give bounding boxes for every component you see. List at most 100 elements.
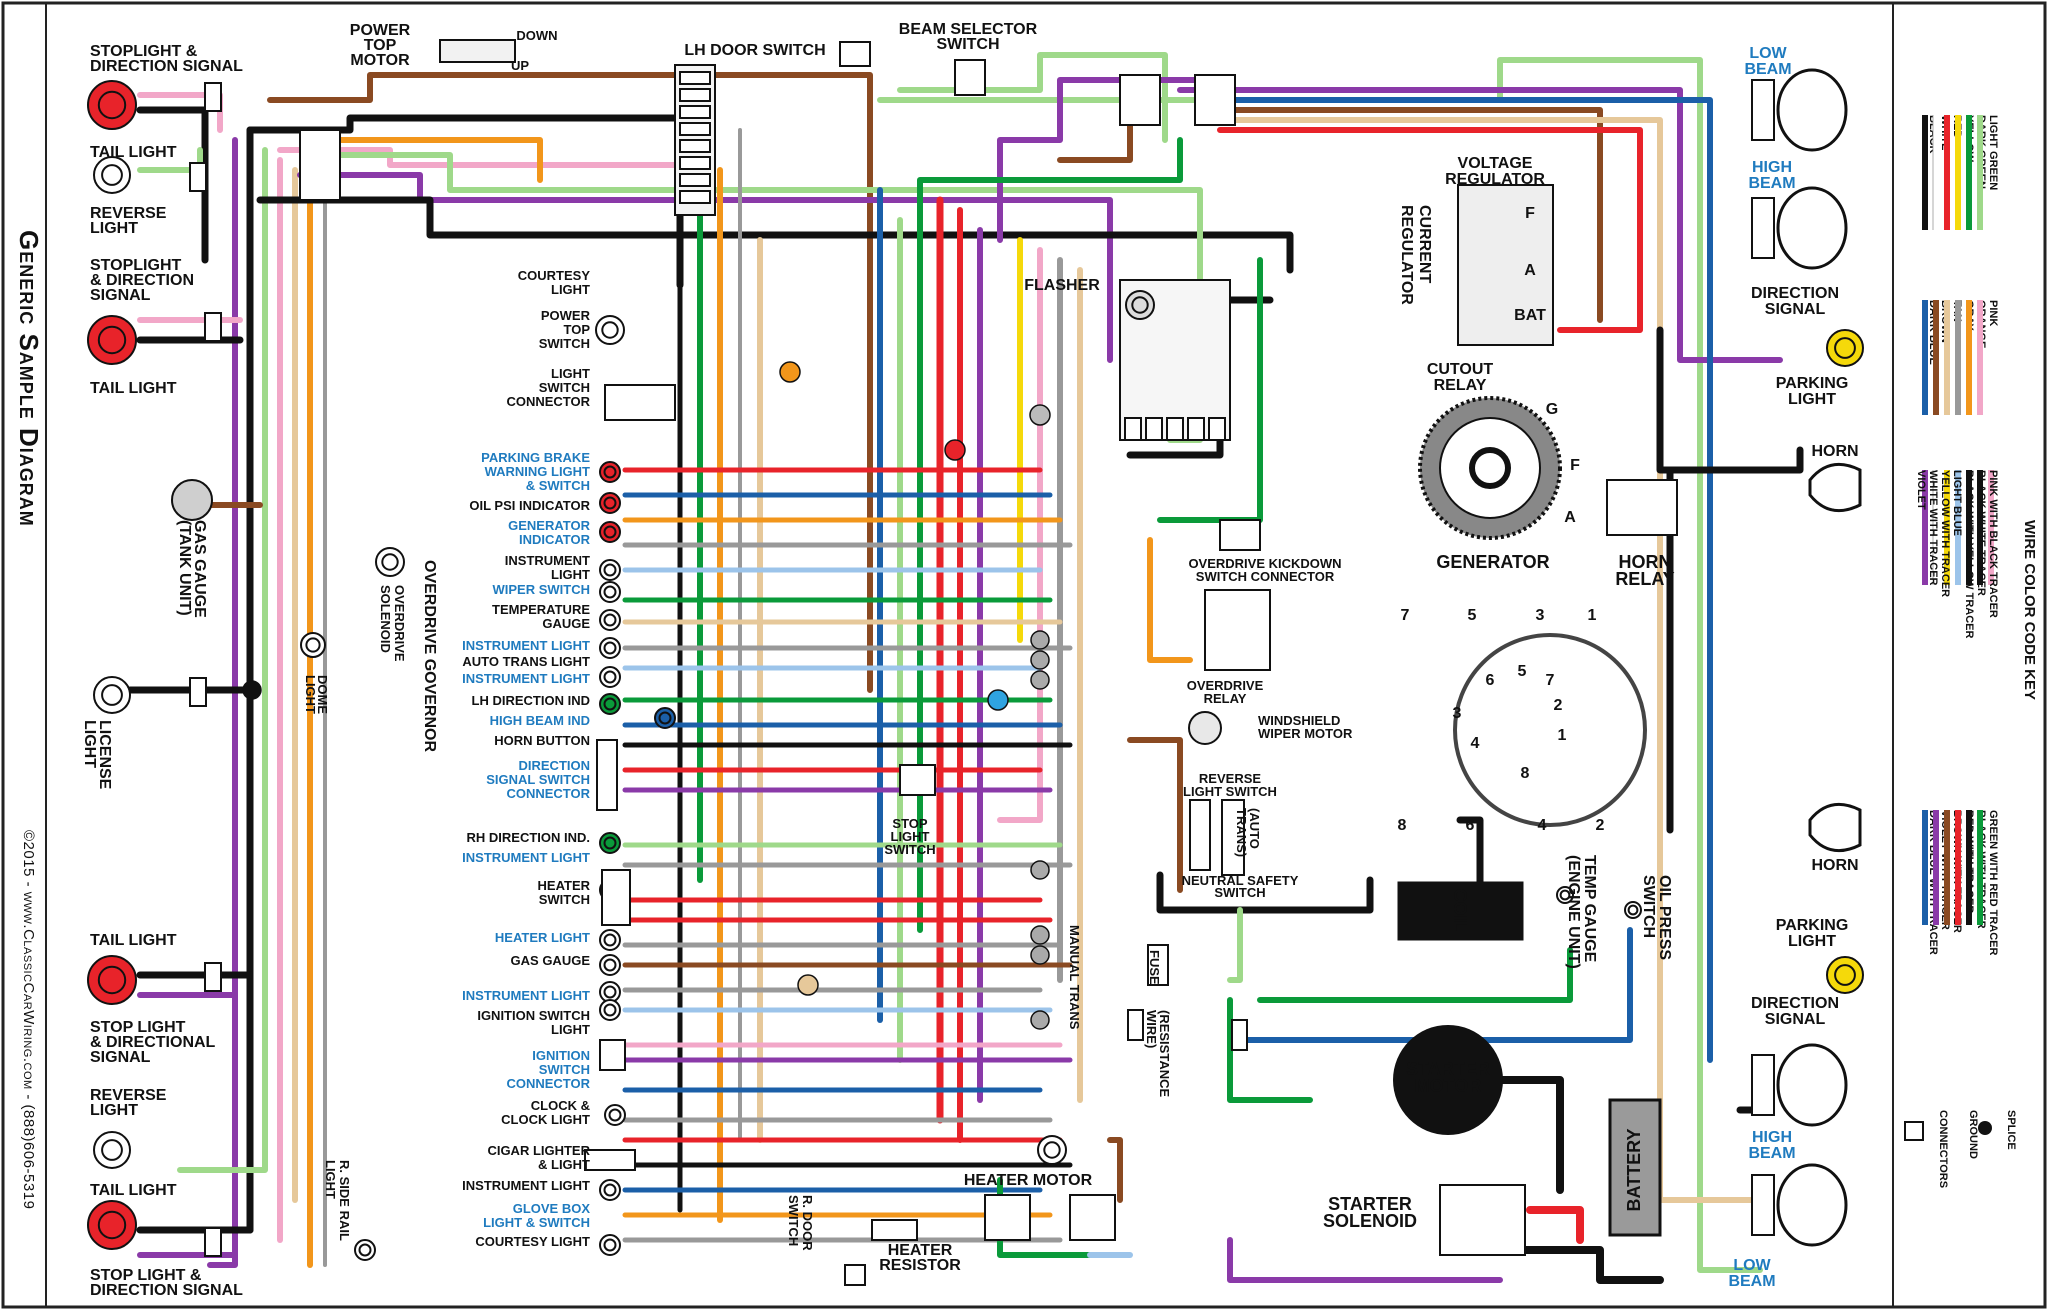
- distributor-terminal-line: 8: [1398, 817, 1407, 834]
- heater-resistor-box: [871, 1219, 918, 1241]
- key-label: BLACK WITH YELLOW TRACER: [1963, 470, 1975, 639]
- resistance-wire-label: (RESISTANCEWIRE): [1144, 1010, 1172, 1097]
- wire-pink-mid: [997, 247, 1043, 823]
- dash-label-20-line: GAS GAUGE: [511, 953, 591, 968]
- wire-lightgreen-beam: [897, 52, 1168, 143]
- fuse-slot: [679, 71, 711, 85]
- splice-gray: [1030, 925, 1050, 945]
- kickdown-label-line: SWITCH CONNECTOR: [1196, 569, 1335, 584]
- starter-motor: [1393, 1025, 1503, 1135]
- headlamp: [1776, 186, 1848, 270]
- dash-indicator-lamp: [599, 832, 621, 854]
- generator-hub: [1469, 447, 1511, 489]
- direction-signal-bottom-label-line: SIGNAL: [1765, 1011, 1826, 1028]
- down-label-line: DOWN: [516, 28, 557, 43]
- dash-label-1-line: TOP: [564, 322, 591, 337]
- small-lamp: [93, 676, 131, 714]
- distributor-terminal: 1: [1558, 727, 1567, 744]
- temp-sender: [1556, 886, 1574, 904]
- oil-press-label: OIL PRESSSWITCH: [1640, 875, 1673, 960]
- nss-label-line: NEUTRAL SAFETY: [1182, 873, 1299, 888]
- stoplight-mid-label-line: SIGNAL: [90, 287, 151, 304]
- temp-gauge-label: TEMP GAUGE(ENGINE UNIT): [1565, 855, 1598, 969]
- generator-terminal-line: F: [1570, 457, 1580, 474]
- distributor-terminal: 7: [1401, 607, 1410, 624]
- fuse-slot: [679, 88, 711, 102]
- dash-label-5-line: INDICATOR: [519, 532, 591, 547]
- dash-label-17: INSTRUMENT LIGHT: [462, 850, 590, 865]
- horn-relay-box: [1606, 479, 1678, 536]
- power-top-motor-label-line: POWER: [350, 22, 411, 39]
- dash-label-25-line: & LIGHT: [538, 1157, 590, 1172]
- gas-gauge-tank: [171, 479, 213, 521]
- high-beam-top-label-line: HIGH: [1752, 159, 1792, 176]
- coil-label: COIL: [1450, 889, 1470, 932]
- direction-signal-bottom-label-line: DIRECTION: [1751, 995, 1839, 1012]
- kickdown-label-line: OVERDRIVE KICKDOWN: [1188, 556, 1341, 571]
- dash-indicator-lamp: [599, 1234, 621, 1256]
- key-label: LIGHT GREEN: [1987, 115, 1999, 190]
- starter-solenoid-label-line: STARTER: [1328, 1194, 1412, 1214]
- distributor-terminal: 4: [1471, 735, 1480, 752]
- regulator-terminal: F: [1525, 205, 1535, 222]
- components: [87, 39, 1864, 1286]
- dome-light-label: DOMELIGHT: [303, 675, 330, 714]
- heater-motor-filament: [1043, 1141, 1061, 1159]
- key-label: LIGHT BLUE: [1951, 470, 1963, 536]
- flasher-can: [1125, 290, 1155, 320]
- distributor-terminal: 6: [1466, 817, 1475, 834]
- fuse-panel-slot: [1145, 417, 1163, 441]
- heater-motor-label-line: HEATER MOTOR: [964, 1172, 1093, 1189]
- oil-press-sender-filament: [1627, 904, 1639, 916]
- dash-indicator-lamp-filament: [603, 958, 617, 972]
- power-top-motor-body: [439, 39, 516, 63]
- splice-gray: [1030, 630, 1050, 650]
- distributor-terminal-line: 7: [1546, 672, 1555, 689]
- stop-light-bottom-label: STOP LIGHT &DIRECTION SIGNAL: [90, 1267, 243, 1299]
- dash-label-15-line: DIRECTION: [519, 758, 591, 773]
- temp-sender-filament: [1559, 889, 1571, 901]
- stop-light-switch-label-line: SWITCH: [884, 842, 935, 857]
- splice-gray: [1029, 404, 1051, 426]
- license-light-label-line: LIGHT: [81, 720, 98, 768]
- wiper-motor: [1188, 711, 1222, 745]
- horn-bottom-label: HORN: [1811, 857, 1858, 874]
- wire-brown-top: [267, 72, 873, 693]
- dash-indicator-lamp-filament: [603, 933, 617, 947]
- dash-label-1-line: SWITCH: [539, 336, 590, 351]
- wire-black-starter: [1496, 1076, 1564, 1194]
- splice-orange: [779, 361, 801, 383]
- dash-label-4-line: OIL PSI INDICATOR: [469, 498, 590, 513]
- resistance-wire-connector: [1127, 1009, 1144, 1041]
- diagram-title: Generic Sample Diagram: [14, 230, 44, 527]
- fuse-label: FUSE: [1147, 950, 1162, 985]
- dash-label-18-line: HEATER: [538, 878, 591, 893]
- dash-indicator-lamp-filament: [603, 641, 617, 655]
- dash-indicator-lamp-filament: [603, 613, 617, 627]
- battery-label: BATTERY: [1624, 1129, 1644, 1212]
- dash-label-24-line: CLOCK LIGHT: [501, 1112, 590, 1127]
- dome-light-label-line: DOME: [315, 675, 330, 714]
- r-door-switch-box: [844, 1264, 866, 1286]
- fuse-panel-slot: [1166, 417, 1184, 441]
- dash-label-6-line: INSTRUMENT: [505, 553, 590, 568]
- voltage-regulator-label-line: VOLTAGE: [1458, 155, 1533, 172]
- distributor-terminal: 8: [1521, 765, 1530, 782]
- distributor-terminal: 7: [1546, 672, 1555, 689]
- tail-light-lamp: [87, 1200, 137, 1250]
- r-door-switch-label: R. DOORSWITCH: [786, 1195, 815, 1251]
- key-label: YELLOW WITH TRACER: [1939, 470, 1951, 597]
- gas-gauge-tank-label-line: (TANK UNIT): [176, 520, 193, 616]
- horn-relay-label-line: RELAY: [1615, 569, 1674, 589]
- wire-black-top2: [256, 196, 1294, 274]
- distributor-terminal-line: 4: [1538, 817, 1547, 834]
